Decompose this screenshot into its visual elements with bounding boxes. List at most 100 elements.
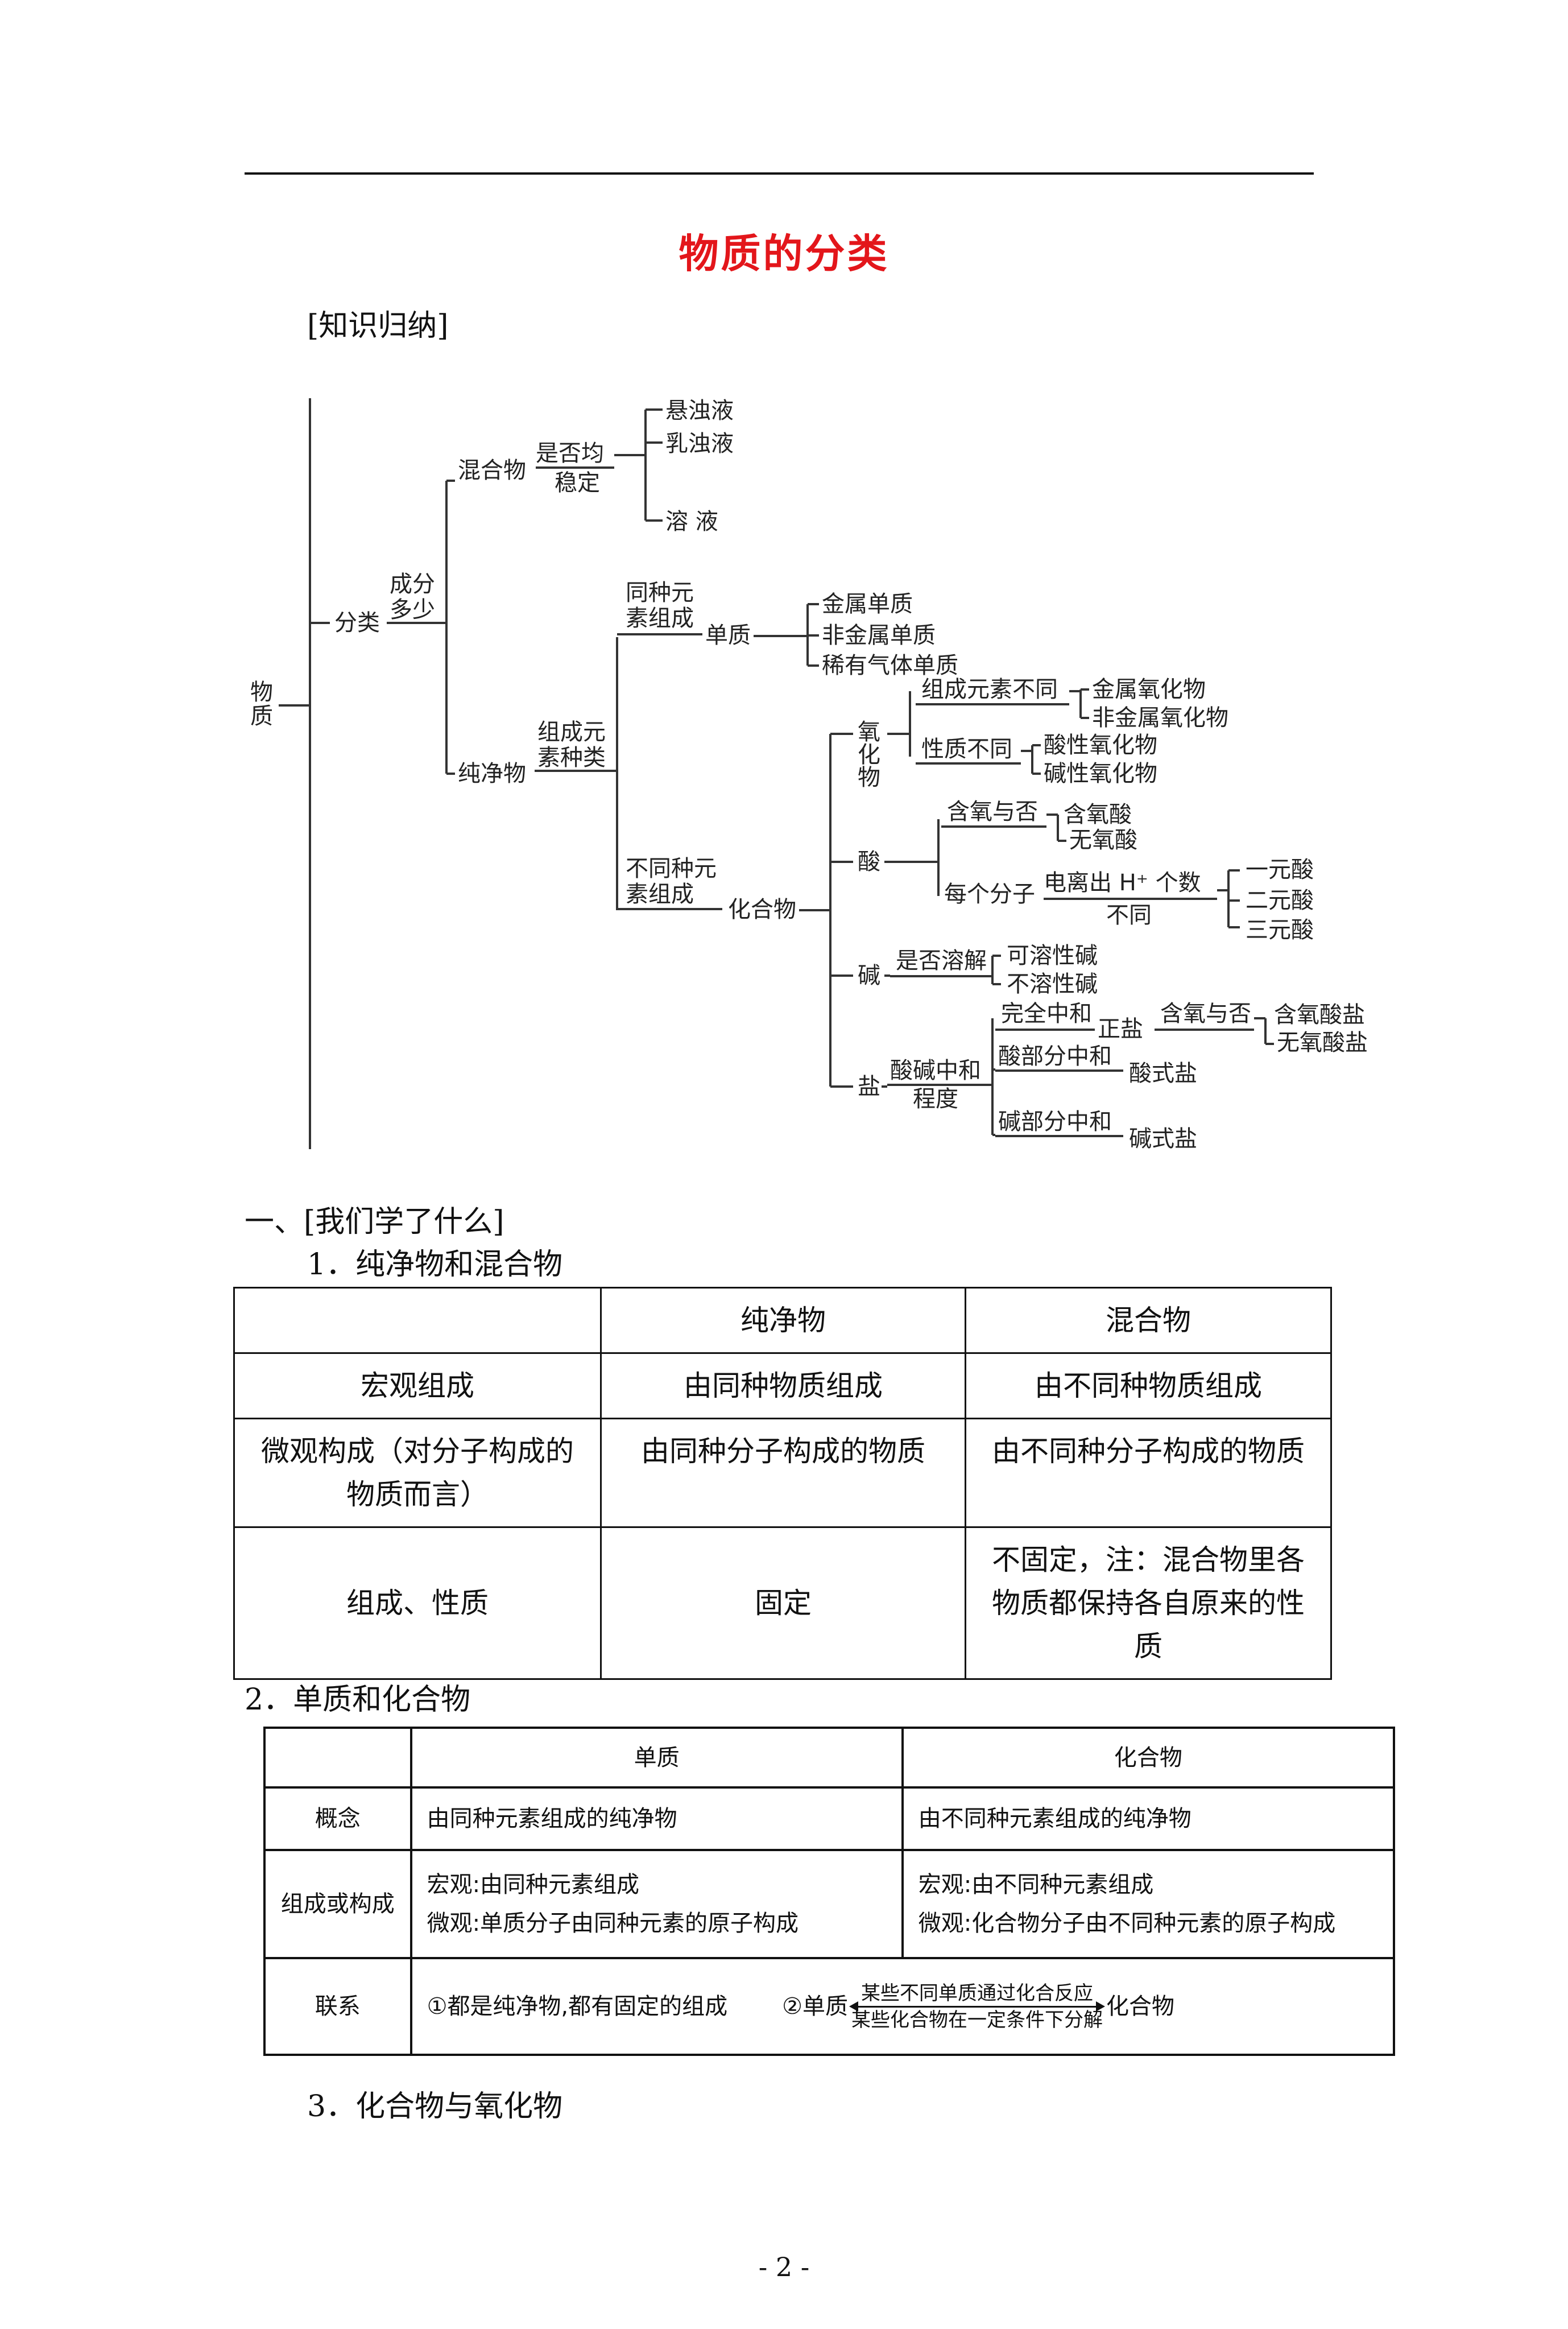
subheading-3: 3．化合物与氧化物 — [307, 2090, 563, 2124]
tree-same-element-1: 同种元 — [626, 580, 694, 606]
table1-header-pure: 纯净物 — [600, 1287, 966, 1354]
tree-diff-element-2: 素组成 — [626, 881, 694, 907]
tree-di-acid: 二元酸 — [1246, 887, 1314, 914]
table2-concept-label: 概念 — [263, 1786, 412, 1851]
tree-oxy-salt: 含氧酸盐 — [1274, 1002, 1365, 1028]
simple-micro: 微观:单质分子由同种元素的原子构成 — [427, 1910, 799, 1936]
tree-acid: 酸 — [858, 849, 880, 875]
tree-by-property: 性质不同 — [921, 736, 1012, 762]
table1-cell: 由同种物质组成 — [600, 1352, 966, 1419]
table1-row-label: 组成、性质 — [233, 1526, 602, 1680]
tree-basic-oxide: 碱性氧化物 — [1044, 761, 1157, 787]
tree-oxide-2: 化 — [858, 742, 880, 768]
tree-soluble-or-not: 是否溶解 — [896, 948, 987, 974]
double-arrow-icon — [849, 2001, 1106, 2012]
tree-complete: 完全中和 — [1001, 1001, 1092, 1027]
table1-cell: 由不同种物质组成 — [964, 1352, 1333, 1419]
table2-header-empty — [263, 1727, 412, 1789]
tree-nonmetal-simple: 非金属单质 — [822, 622, 936, 649]
tree-basic-salt: 碱式盐 — [1129, 1126, 1197, 1152]
table1-row-label: 微观构成（对分子构成的物质而言） — [233, 1418, 602, 1528]
tree-suspension: 悬浊液 — [665, 398, 734, 424]
table2-composition-compound: 宏观:由不同种元素组成 微观:化合物分子由不同种元素的原子构成 — [901, 1849, 1396, 1959]
simple-macro: 宏观:由同种元素组成 — [427, 1872, 640, 1898]
tree-metal-oxide: 金属氧化物 — [1092, 676, 1206, 703]
tree-acidic-oxide: 酸性氧化物 — [1044, 732, 1157, 758]
tree-normal-salt: 正盐 — [1098, 1016, 1143, 1042]
tree-oxide-1: 氧 — [858, 719, 880, 745]
knowledge-label: [知识归纳] — [307, 309, 449, 343]
tree-insoluble-base: 不溶性碱 — [1007, 971, 1098, 997]
table2-concept-compound: 由不同种元素组成的纯净物 — [901, 1786, 1396, 1851]
tree-non-oxy-acid: 无氧酸 — [1069, 827, 1137, 853]
tree-metal-simple: 金属单质 — [822, 591, 913, 617]
tree-per-molecule: 每个分子 — [944, 881, 1035, 907]
header-rule — [245, 172, 1314, 175]
tree-oxygen-or-not: 含氧与否 — [947, 799, 1038, 825]
tree-uniform-1: 是否均 — [536, 440, 604, 466]
tree-oxide-3: 物 — [858, 765, 880, 791]
tree-neutralization-1: 酸碱中和 — [890, 1058, 981, 1084]
table2-composition-simple: 宏观:由同种元素组成 微观:单质分子由同种元素的原子构成 — [409, 1849, 904, 1959]
relation-2-right: 化合物 — [1106, 1993, 1175, 2020]
tree-nonmetal-oxide: 非金属氧化物 — [1092, 705, 1228, 731]
relation-2-left: ②单质 — [782, 1993, 849, 2020]
tree-base: 碱 — [858, 963, 880, 989]
table2-header-simple: 单质 — [409, 1727, 904, 1789]
table1-cell: 固定 — [600, 1526, 966, 1680]
tree-components-2: 多少 — [390, 597, 435, 623]
table1-row-label: 宏观组成 — [233, 1352, 602, 1419]
tree-mono-acid: 一元酸 — [1246, 857, 1314, 883]
tree-diff-element-1: 不同种元 — [626, 856, 717, 882]
table1-header-mixture: 混合物 — [964, 1287, 1333, 1354]
tree-soluble-base: 可溶性碱 — [1007, 943, 1098, 969]
tree-tri-acid: 三元酸 — [1246, 917, 1314, 943]
table2-header-compound: 化合物 — [901, 1727, 1396, 1789]
tree-oxy-acid: 含氧酸 — [1064, 802, 1132, 828]
relation-2-bottom: 某些化合物在一定条件下分解 — [851, 2008, 1103, 2031]
table2-relation-label: 联系 — [263, 1957, 412, 2056]
table1-header-empty — [233, 1287, 602, 1354]
page-number: - 2 - — [758, 2252, 810, 2282]
tree-salt: 盐 — [858, 1073, 880, 1100]
tree-root-1: 物 — [250, 679, 273, 705]
tree-simple: 单质 — [705, 622, 751, 649]
subheading-1: 1．纯净物和混合物 — [307, 1248, 563, 1282]
tree-pure: 纯净物 — [458, 761, 526, 787]
tree-uniform-2: 稳定 — [555, 470, 600, 496]
tree-emulsion: 乳浊液 — [665, 431, 734, 457]
tree-noble-gas: 稀有气体单质 — [822, 653, 958, 679]
tree-element-kinds-1: 组成元 — [537, 719, 606, 745]
simple-vs-compound-table: 单质 化合物 概念 由同种元素组成的纯净物 由不同种元素组成的纯净物 组成或构成… — [263, 1727, 1396, 2056]
compound-macro: 宏观:由不同种元素组成 — [918, 1872, 1154, 1898]
tree-root-2: 质 — [250, 703, 273, 729]
table1-cell: 不固定，注：混合物里各物质都保持各自原来的性质 — [964, 1526, 1333, 1680]
tree-acid-salt: 酸式盐 — [1129, 1060, 1197, 1087]
tree-differ: 不同 — [1106, 902, 1152, 928]
tree-components-1: 成分 — [390, 571, 435, 597]
relation-1: ①都是纯净物,都有固定的组成 — [427, 1993, 728, 2020]
relation-double-arrow: 某些不同单质通过化合反应 某些化合物在一定条件下分解 — [849, 1981, 1106, 2033]
tree-compound: 化合物 — [728, 897, 796, 923]
tree-solution: 溶 液 — [665, 509, 718, 535]
tree-classify: 分类 — [334, 610, 380, 636]
tree-mixture: 混合物 — [458, 457, 526, 484]
classification-tree: 物 质 物质 分类 成分 多少 混合物 是否均 稳定 悬浊液 乳浊液 溶 液 纯… — [250, 398, 1368, 1152]
table2-relation: ①都是纯净物,都有固定的组成 ②单质 某些不同单质通过化合反应 某些化合物在一定… — [409, 1957, 1396, 2056]
tree-base-partial: 碱部分中和 — [998, 1109, 1112, 1135]
tree-oxygen-or-not2: 含氧与否 — [1160, 1001, 1251, 1027]
tree-by-composition: 组成元素不同 — [921, 676, 1058, 703]
tree-non-oxy-salt: 无氧酸盐 — [1277, 1030, 1368, 1056]
tree-same-element-2: 素组成 — [626, 605, 694, 631]
page-title: 物质的分类 — [678, 230, 890, 277]
relation-2-top: 某些不同单质通过化合反应 — [861, 1981, 1094, 2005]
compound-micro: 微观:化合物分子由不同种元素的原子构成 — [918, 1910, 1336, 1936]
table2-concept-simple: 由同种元素组成的纯净物 — [409, 1786, 904, 1851]
table2-composition-label: 组成或构成 — [263, 1849, 412, 1959]
table1-cell: 由不同种分子构成的物质 — [964, 1418, 1333, 1528]
tree-neutralization-2: 程度 — [913, 1086, 958, 1112]
subheading-2: 2．单质和化合物 — [245, 1683, 471, 1717]
tree-acid-partial: 酸部分中和 — [998, 1043, 1112, 1069]
pure-vs-mixture-table: 纯净物 混合物 宏观组成 由同种物质组成 由不同种物质组成 微观构成（对分子构成… — [233, 1287, 1333, 1680]
tree-element-kinds-2: 素种类 — [537, 745, 606, 771]
